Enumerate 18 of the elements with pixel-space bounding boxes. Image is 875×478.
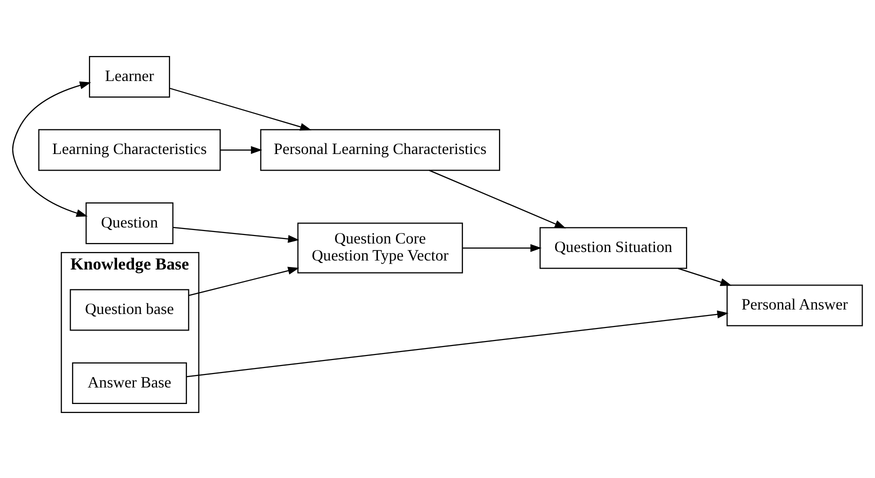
arrow (188, 266, 300, 296)
node-box: Question Core Question Type Vector (297, 222, 463, 274)
arrow (186, 310, 729, 378)
node-box: Question base (70, 289, 190, 331)
arrow (12, 81, 92, 217)
arrow (170, 88, 312, 131)
node-box: Question (86, 202, 174, 244)
node-box: Personal Answer (726, 284, 863, 326)
arrow (462, 244, 542, 252)
node-box: Question Situation (540, 227, 688, 269)
arrow (220, 146, 262, 154)
node-box: Learner (88, 56, 170, 98)
node-box: Answer Base (72, 362, 187, 404)
arrow (428, 170, 566, 228)
node-box: Personal Learning Characteristics (260, 129, 500, 171)
arrow (678, 268, 732, 286)
arrow (172, 226, 300, 243)
node-box: Learning Characteristics (38, 129, 221, 171)
